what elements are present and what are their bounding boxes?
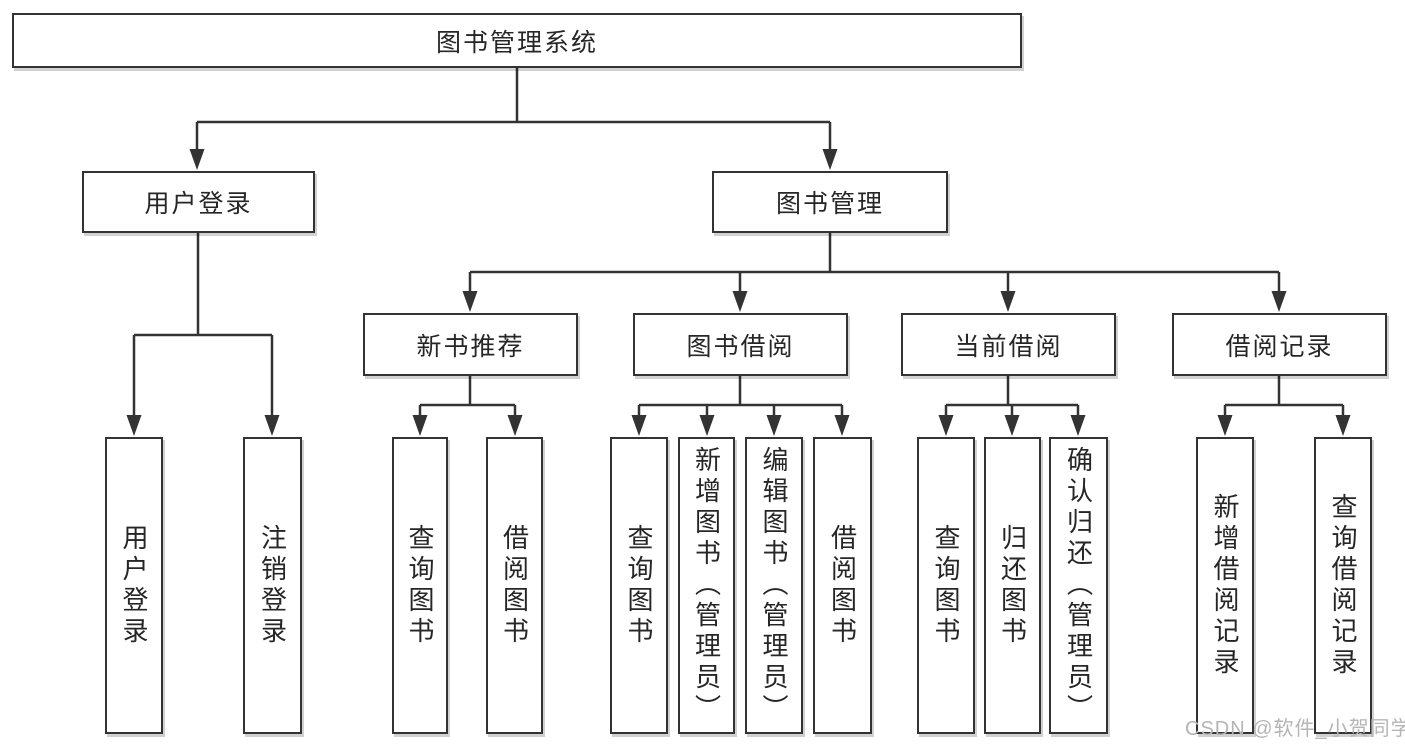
node-label: 注销登录 [257,523,288,648]
node-label: 查询图书 [624,523,654,648]
node-label: 新增图书（管理员） [691,446,722,725]
node-leaf-borrow-book-1: 借阅图书 [486,437,543,734]
node-label: 编辑图书（管理员） [759,446,789,725]
node-label: 借阅记录 [1225,332,1334,361]
node-label: 用户登录 [144,190,253,218]
node-label: 图书管理系统 [435,28,598,57]
node-book-borrow: 图书借阅 [633,313,848,376]
node-leaf-return-book: 归还图书 [984,437,1041,734]
node-root-system: 图书管理系统 [12,13,1022,68]
node-label: 借阅图书 [499,523,530,648]
node-label: 查询借阅记录 [1328,492,1358,679]
node-leaf-query-book-2: 查询图书 [610,437,668,734]
node-user-login: 用户登录 [82,171,315,233]
node-label: 查询图书 [405,523,435,648]
node-label: 用户登录 [119,523,149,648]
node-label: 归还图书 [997,523,1028,648]
node-label: 借阅图书 [827,523,858,648]
node-leaf-user-login: 用户登录 [105,437,163,734]
node-label: 新书推荐 [416,332,525,361]
node-leaf-query-borrow-record: 查询借阅记录 [1314,437,1372,734]
node-current-borrow: 当前借阅 [901,313,1116,376]
node-leaf-confirm-return-admin: 确认归还（管理员） [1049,437,1108,734]
node-leaf-add-borrow-record: 新增借阅记录 [1196,437,1254,734]
node-leaf-query-book-1: 查询图书 [392,437,448,734]
node-leaf-borrow-book-2: 借阅图书 [813,437,872,734]
node-label: 查询图书 [931,523,961,648]
node-leaf-logout: 注销登录 [243,437,302,734]
node-leaf-edit-book-admin: 编辑图书（管理员） [745,437,803,734]
node-label: 图书借阅 [686,332,795,361]
csdn-watermark: CSDN @软件_小贺同学 [1185,718,1405,740]
node-label: 当前借阅 [954,332,1063,361]
node-label: 确认归还（管理员） [1063,446,1094,725]
node-label: 新增借阅记录 [1210,492,1240,679]
node-leaf-add-book-admin: 新增图书（管理员） [678,437,735,734]
node-new-book-recommend: 新书推荐 [363,313,578,376]
node-label: 图书管理 [775,190,884,218]
node-book-management: 图书管理 [712,171,948,233]
node-leaf-query-book-3: 查询图书 [917,437,975,734]
node-borrow-record: 借阅记录 [1172,313,1387,376]
